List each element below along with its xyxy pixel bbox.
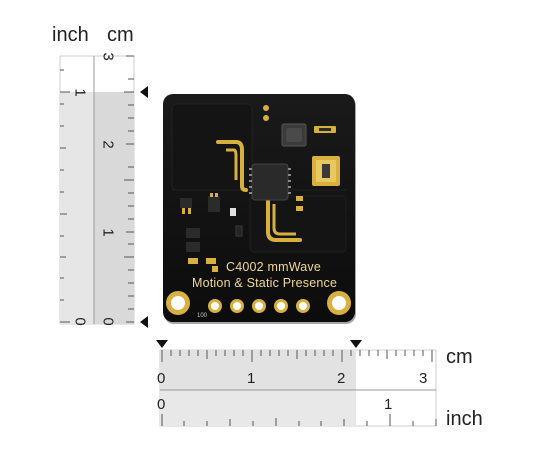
ruler-marker-left [156,340,168,348]
horizontal-cm-tick-label: 0 [157,370,166,387]
vertical-ruler-cm-label: cm [107,24,134,46]
horizontal-ruler-inch-label: inch [446,408,483,430]
header-pins [208,299,310,313]
board-title-line2: Motion & Static Presence [192,276,338,290]
horizontal-cm-tick-label: 2 [337,370,346,387]
radar-chip [251,163,289,201]
antenna-trace-upper [216,140,248,192]
horizontal-inch-tick-label: 0 [157,396,166,413]
ruler-marker-bottom [140,316,148,328]
antenna-trace-lower [266,198,302,242]
board-silk-code: 100 [197,313,208,319]
horizontal-cm-tick-label: 3 [419,370,428,387]
board-title-line1: C4002 mmWave [226,260,322,274]
horizontal-cm-tick-label: 1 [247,370,256,387]
ruler-marker-right [350,340,362,348]
horizontal-ruler-cm-label: cm [446,346,473,368]
ruler-marker-top [140,86,148,98]
horizontal-inch-tick-label: 1 [384,396,393,413]
vertical-ruler-inch-label: inch [52,24,89,46]
